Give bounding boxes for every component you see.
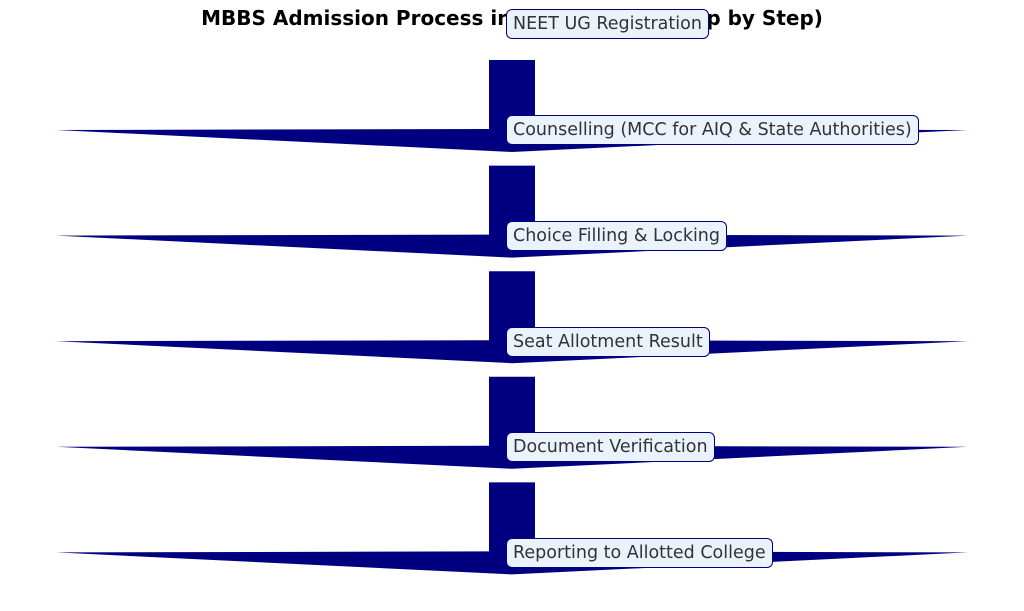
step-label-counselling: Counselling (MCC for AIQ & State Authori… — [506, 115, 919, 145]
flow-arrow-3 — [56, 271, 968, 364]
step-label-document-verification: Document Verification — [506, 432, 715, 462]
flow-arrow-5 — [56, 482, 968, 575]
step-label-neet-registration: NEET UG Registration — [506, 9, 709, 39]
step-label-reporting-college: Reporting to Allotted College — [506, 538, 773, 568]
step-label-seat-allotment: Seat Allotment Result — [506, 327, 710, 357]
flow-arrow-4 — [56, 376, 968, 469]
flow-arrow-1 — [56, 60, 968, 152]
flow-arrow-2 — [56, 165, 968, 258]
step-label-choice-filling: Choice Filling & Locking — [506, 221, 728, 251]
